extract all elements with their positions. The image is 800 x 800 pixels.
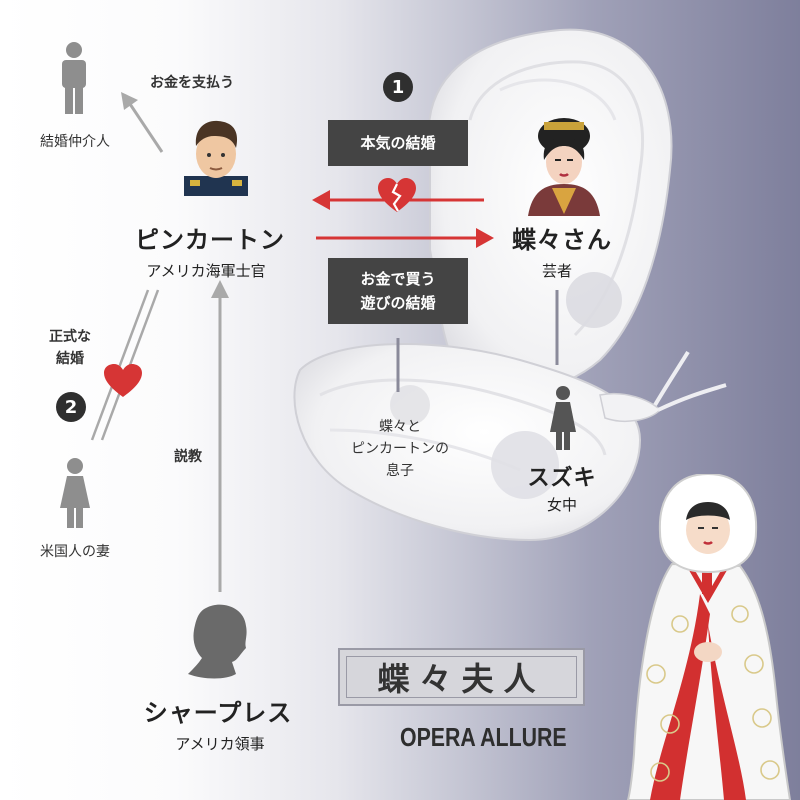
- wife-label: 米国人の妻: [40, 544, 110, 560]
- title-plate: 蝶々夫人: [338, 648, 585, 706]
- broken-heart-icon: [378, 178, 416, 212]
- son-label: 蝶々と ピンカートンの 息子: [351, 419, 449, 479]
- person-icon: [62, 42, 86, 114]
- serious-marriage-box: 本気の結婚: [328, 120, 468, 166]
- butterfly-role: 芸者: [541, 262, 573, 280]
- suzuki-role: 女中: [546, 496, 578, 514]
- butterfly-portrait: [528, 118, 600, 216]
- bride-illustration: [626, 474, 792, 800]
- badge-2: 2: [56, 392, 86, 422]
- silhouette-icon: [188, 604, 247, 679]
- badge-1: 1: [383, 72, 413, 102]
- heart-icon: [104, 364, 142, 397]
- brand-logo: OPERA ALLURE: [400, 722, 567, 752]
- page-title: 蝶々夫人: [377, 660, 546, 698]
- pinkerton-portrait: [184, 120, 248, 196]
- person-icon: [60, 458, 90, 528]
- pinkerton-role: アメリカ海軍士官: [146, 262, 266, 280]
- formal-marriage-label: 正式な 結婚: [49, 329, 91, 367]
- sharpless-role: アメリカ領事: [175, 735, 265, 753]
- suzuki-name: スズキ: [527, 466, 597, 491]
- sermon-label: 説教: [174, 449, 202, 465]
- person-icon: [550, 386, 576, 450]
- sharpless-name: シャープレス: [143, 699, 293, 727]
- bought-marriage-box: お金で買う 遊びの結婚: [328, 258, 468, 324]
- butterfly-name: 蝶々さん: [512, 226, 612, 254]
- pay-label: お金を支払う: [150, 75, 234, 91]
- pinkerton-name: ピンカートン: [135, 226, 285, 254]
- matchmaker-label: 結婚仲介人: [40, 134, 110, 150]
